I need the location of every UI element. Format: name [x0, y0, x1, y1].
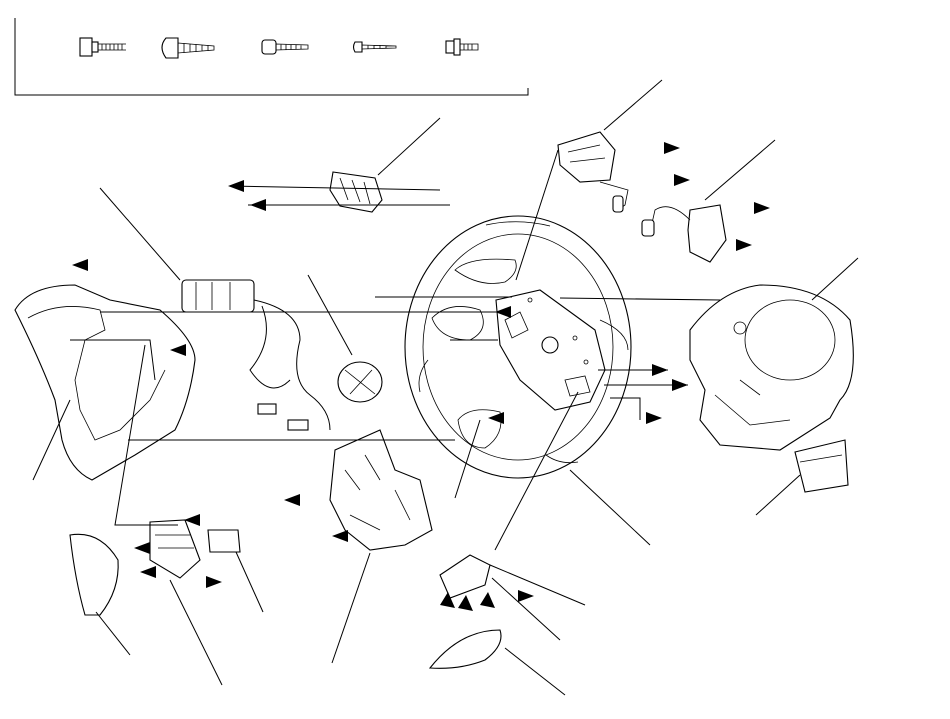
screw-with-washer-icon — [79, 37, 126, 57]
lower-garnish — [439, 554, 491, 599]
rear-cover — [689, 284, 854, 451]
tapping-screw-icon — [161, 37, 215, 59]
lower-cover — [69, 533, 119, 616]
small-screw-icon — [352, 41, 397, 53]
trim-panel — [428, 629, 502, 669]
leader-lines — [32, 79, 859, 696]
paddle-switch — [557, 131, 629, 213]
horn-switch — [149, 519, 241, 579]
wire-harness — [181, 279, 331, 431]
cruise-control-switch — [329, 171, 383, 213]
steering-wheel — [404, 215, 632, 479]
flange-bolt-icon — [445, 38, 479, 56]
fastener-legend — [14, 18, 529, 96]
pan-head-screw-icon — [261, 39, 309, 55]
clock-spring-connector — [337, 361, 383, 403]
center-bracket — [329, 429, 433, 551]
upper-bracket — [794, 439, 849, 493]
side-trim — [14, 284, 196, 481]
pointer-arrows — [72, 142, 770, 611]
small-bracket — [641, 204, 727, 263]
